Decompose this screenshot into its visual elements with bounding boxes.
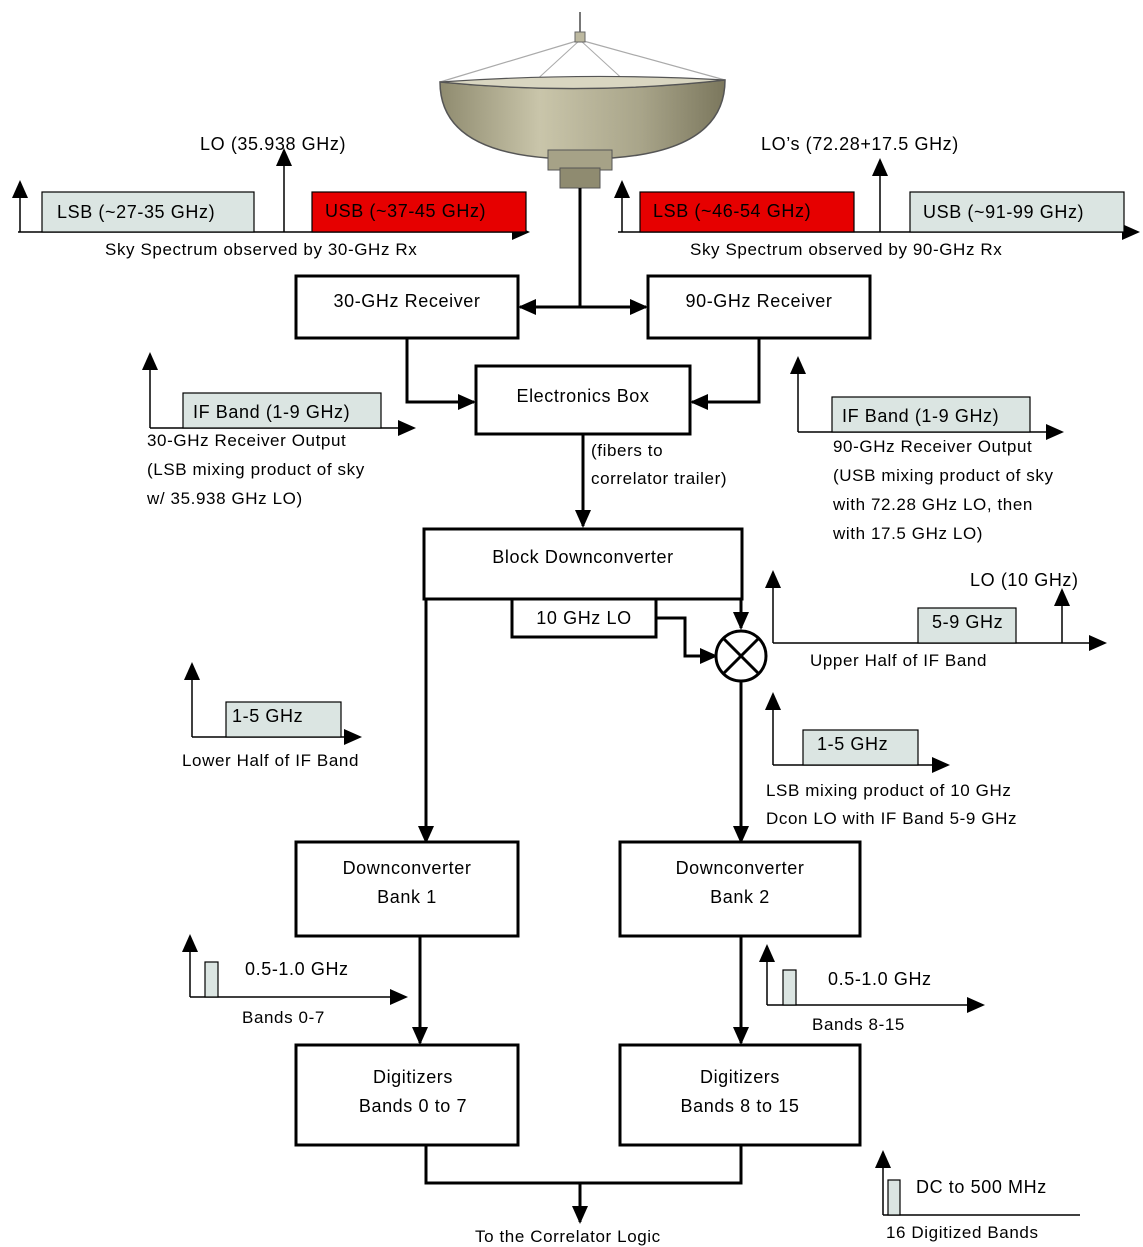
digitizers-0-7-box bbox=[294, 1043, 520, 1147]
dig1-line1: Digitizers bbox=[373, 1067, 453, 1087]
bands815-caption: Bands 8-15 bbox=[812, 1015, 905, 1034]
downconverter-bank-1-box bbox=[294, 840, 520, 938]
dig1-line2: Bands 0 to 7 bbox=[359, 1096, 467, 1116]
bank2-line1: Downconverter bbox=[676, 858, 805, 878]
bank1-line1: Downconverter bbox=[343, 858, 472, 878]
bands-0-7-spectrum: 0.5-1.0 GHz Bands 0-7 bbox=[182, 934, 408, 1027]
upper-band-label: 5-9 GHz bbox=[932, 612, 1003, 632]
lo-label-30: LO (35.938 GHz) bbox=[200, 134, 346, 154]
if-band-30-label: IF Band (1-9 GHz) bbox=[193, 402, 350, 422]
radio-dish-icon bbox=[439, 12, 726, 189]
sky-caption-30: Sky Spectrum observed by 30-GHz Rx bbox=[105, 240, 417, 259]
lo-label-90: LO’s (72.28+17.5 GHz) bbox=[761, 134, 959, 154]
bands07-caption: Bands 0-7 bbox=[242, 1008, 325, 1027]
lsb-band-90 bbox=[639, 191, 855, 233]
if-spectrum-90: IF Band (1-9 GHz) 90-GHz Receiver Output… bbox=[790, 356, 1064, 543]
digitizer-combiner bbox=[424, 1145, 743, 1185]
dig2-line1: Digitizers bbox=[700, 1067, 780, 1087]
lo-10-label: LO (10 GHz) bbox=[970, 570, 1079, 590]
if-30-caption-3: w/ 35.938 GHz LO) bbox=[146, 489, 303, 508]
if-spectrum-30: IF Band (1-9 GHz) 30-GHz Receiver Output… bbox=[142, 352, 416, 508]
lsb-mixing-spectrum: 1-5 GHz LSB mixing product of 10 GHz Dco… bbox=[765, 692, 1017, 828]
sky-spectrum-90: LSB (~46-54 GHz) USB (~91-99 GHz) LO’s (… bbox=[614, 134, 1140, 259]
digitized-spectrum: DC to 500 MHz 16 Digitized Bands bbox=[875, 1150, 1080, 1242]
sky-caption-90: Sky Spectrum observed by 90-GHz Rx bbox=[690, 240, 1002, 259]
correlator-label: To the Correlator Logic bbox=[475, 1227, 661, 1246]
lsb-label-30: LSB (~27-35 GHz) bbox=[57, 202, 215, 222]
block-downconverter-label: Block Downconverter bbox=[492, 547, 673, 567]
bank1-line2: Bank 1 bbox=[377, 887, 437, 907]
lsb-band-30 bbox=[41, 191, 255, 233]
usb-label-30: USB (~37-45 GHz) bbox=[325, 201, 486, 221]
receiver-30-label: 30-GHz Receiver bbox=[333, 291, 480, 311]
lsb-label-90: LSB (~46-54 GHz) bbox=[653, 201, 811, 221]
if-30-caption-2: (LSB mixing product of sky bbox=[147, 460, 365, 479]
mixer-icon bbox=[714, 629, 768, 683]
digitizers-8-15-box bbox=[618, 1043, 862, 1147]
lo-10ghz-label: 10 GHz LO bbox=[536, 608, 631, 628]
if-band-90-label: IF Band (1-9 GHz) bbox=[842, 406, 999, 426]
bank2-line2: Bank 2 bbox=[710, 887, 770, 907]
electronics-label: Electronics Box bbox=[516, 386, 649, 406]
rx30-to-electronics bbox=[405, 338, 476, 410]
lo-to-mixer bbox=[656, 616, 718, 664]
lower-half-spectrum: 1-5 GHz Lower Half of IF Band bbox=[182, 662, 362, 770]
bands815-freq: 0.5-1.0 GHz bbox=[828, 969, 932, 989]
sky-spectrum-30: LSB (~27-35 GHz) USB (~37-45 GHz) LO (35… bbox=[11, 134, 530, 259]
usb-label-90: USB (~91-99 GHz) bbox=[923, 202, 1084, 222]
usb-band-30 bbox=[311, 191, 527, 233]
digitized-caption: 16 Digitized Bands bbox=[886, 1223, 1039, 1242]
if-90-caption-1: 90-GHz Receiver Output bbox=[833, 437, 1032, 456]
if-30-caption-1: 30-GHz Receiver Output bbox=[147, 431, 346, 450]
if-90-caption-3: with 72.28 GHz LO, then bbox=[832, 495, 1033, 514]
if-90-caption-4: with 17.5 GHz LO) bbox=[832, 524, 983, 543]
upper-half-spectrum: 5-9 GHz LO (10 GHz) Upper Half of IF Ban… bbox=[765, 570, 1107, 670]
electronics-box bbox=[474, 364, 692, 436]
dig2-line2: Bands 8 to 15 bbox=[681, 1096, 800, 1116]
receiver-90-label: 90-GHz Receiver bbox=[685, 291, 832, 311]
if-90-caption-2: (USB mixing product of sky bbox=[833, 466, 1054, 485]
lsbmix-band-label: 1-5 GHz bbox=[817, 734, 888, 754]
fibers-caption-2: correlator trailer) bbox=[591, 469, 727, 488]
receiver-30-box bbox=[294, 274, 520, 340]
lsbmix-caption-2: Dcon LO with IF Band 5-9 GHz bbox=[766, 809, 1017, 828]
usb-band-90 bbox=[909, 191, 1125, 233]
fibers-caption-1: (fibers to bbox=[591, 441, 663, 460]
upper-caption: Upper Half of IF Band bbox=[810, 651, 987, 670]
rx90-to-electronics bbox=[690, 338, 761, 410]
bands07-freq: 0.5-1.0 GHz bbox=[245, 959, 349, 979]
lsbmix-caption-1: LSB mixing product of 10 GHz bbox=[766, 781, 1011, 800]
digitized-freq: DC to 500 MHz bbox=[916, 1177, 1047, 1197]
bands-8-15-spectrum: 0.5-1.0 GHz Bands 8-15 bbox=[759, 944, 985, 1034]
block-downconverter-box bbox=[422, 527, 744, 601]
lower-caption: Lower Half of IF Band bbox=[182, 751, 359, 770]
lower-band-label: 1-5 GHz bbox=[232, 706, 303, 726]
